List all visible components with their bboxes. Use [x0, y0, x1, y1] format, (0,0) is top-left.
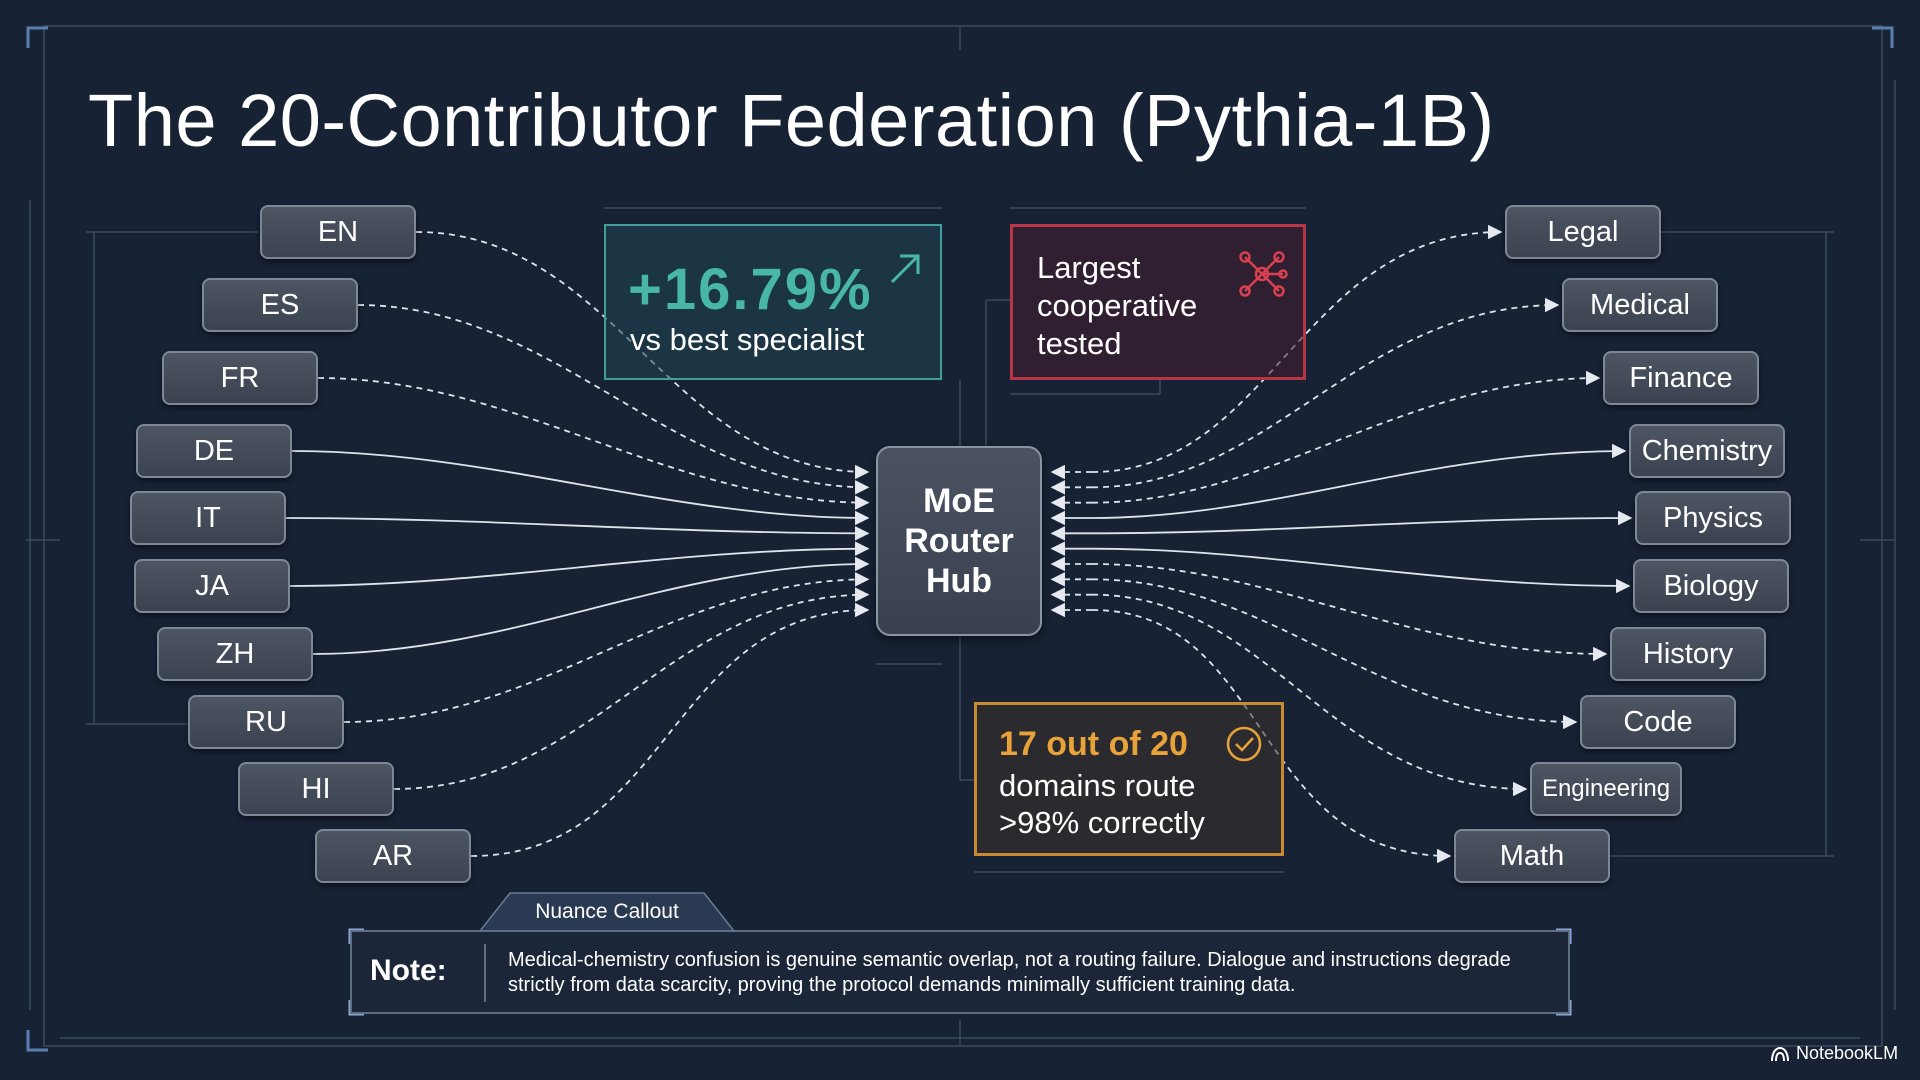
language-node-fr: FR	[162, 351, 318, 405]
connector-ja	[289, 541, 870, 587]
connector-ar	[470, 602, 870, 857]
language-node-it: IT	[130, 491, 286, 545]
routing-line: domains route	[999, 768, 1196, 803]
callout-tab: Nuance Callout	[480, 893, 734, 931]
routing-text: domains route >98% correctly	[999, 767, 1205, 841]
connector-history	[1091, 563, 1608, 662]
domain-node-math: Math	[1454, 829, 1610, 883]
domain-node-physics: Physics	[1635, 491, 1791, 545]
page-title: The 20-Contributor Federation (Pythia-1B…	[88, 79, 1495, 162]
routing-value: 17 out of 20	[999, 725, 1188, 763]
check-circle-icon	[1226, 726, 1262, 762]
connector-it	[285, 517, 870, 541]
trend-up-arrow-icon	[890, 254, 920, 284]
domain-node-chemistry: Chemistry	[1629, 424, 1785, 478]
connector-zh	[312, 556, 870, 655]
cooperative-line: Largest	[1037, 250, 1141, 285]
language-node-ru: RU	[188, 695, 344, 749]
domain-node-code: Code	[1580, 695, 1736, 749]
connector-finance	[1091, 370, 1601, 504]
connector-biology	[1091, 547, 1631, 594]
language-node-de: DE	[136, 424, 292, 478]
gain-value: +16.79%	[628, 257, 873, 322]
note-label: Note:	[370, 954, 447, 987]
language-node-ja: JA	[134, 559, 290, 613]
connector-de	[291, 450, 870, 526]
domain-node-engineering: Engineering	[1530, 762, 1682, 816]
note-divider	[484, 944, 486, 1002]
gain-caption: vs best specialist	[630, 322, 865, 357]
language-node-hi: HI	[238, 762, 394, 816]
connectors	[285, 224, 1633, 864]
hub-line: Router	[904, 522, 1014, 560]
language-node-zh: ZH	[157, 627, 313, 681]
connector-code	[1091, 578, 1578, 730]
connector-hi	[393, 587, 870, 790]
corner-brackets	[26, 26, 1894, 1052]
gain-stat-card: +16.79% vs best specialist	[604, 224, 942, 380]
network-icon	[1239, 251, 1288, 297]
language-node-es: ES	[202, 278, 358, 332]
domain-node-legal: Legal	[1505, 205, 1661, 259]
note-text: Medical-chemistry confusion is genuine s…	[508, 949, 1511, 996]
blueprint-frame	[26, 25, 1896, 1047]
connector-en	[415, 231, 870, 480]
routing-stat-card: 17 out of 20 domains route >98% correctl…	[974, 702, 1284, 856]
callout-tab-label: Nuance Callout	[535, 900, 679, 923]
domain-node-finance: Finance	[1603, 351, 1759, 405]
domain-node-biology: Biology	[1633, 559, 1789, 613]
cooperative-line: cooperative	[1037, 288, 1198, 323]
connector-legal	[1091, 224, 1503, 473]
note-box: Note: Medical-chemistry confusion is gen…	[350, 930, 1570, 1014]
cooperative-stat-card: Largest cooperative tested	[1010, 224, 1306, 380]
cooperative-line: tested	[1037, 326, 1122, 361]
connector-es	[357, 304, 870, 495]
domain-node-history: History	[1610, 627, 1766, 681]
connector-physics	[1091, 510, 1633, 535]
hub-line: MoE	[923, 482, 995, 520]
moe-router-hub: MoE Router Hub	[876, 446, 1042, 636]
language-node-ar: AR	[315, 829, 471, 883]
brand-name: NotebookLM	[1796, 1043, 1899, 1063]
routing-line: >98% correctly	[999, 805, 1205, 840]
notebooklm-logo-icon	[1771, 1046, 1789, 1061]
connector-medical	[1091, 297, 1560, 489]
hub-line: Hub	[925, 562, 993, 600]
connector-chemistry	[1091, 443, 1627, 519]
connector-fr	[317, 377, 870, 510]
connector-ru	[343, 572, 870, 723]
language-node-en: EN	[260, 205, 416, 259]
cooperative-text: Largest cooperative tested	[1037, 249, 1197, 363]
domain-node-medical: Medical	[1562, 278, 1718, 332]
connector-engineering	[1091, 593, 1528, 797]
brand-watermark: NotebookLM	[1770, 1043, 1898, 1064]
